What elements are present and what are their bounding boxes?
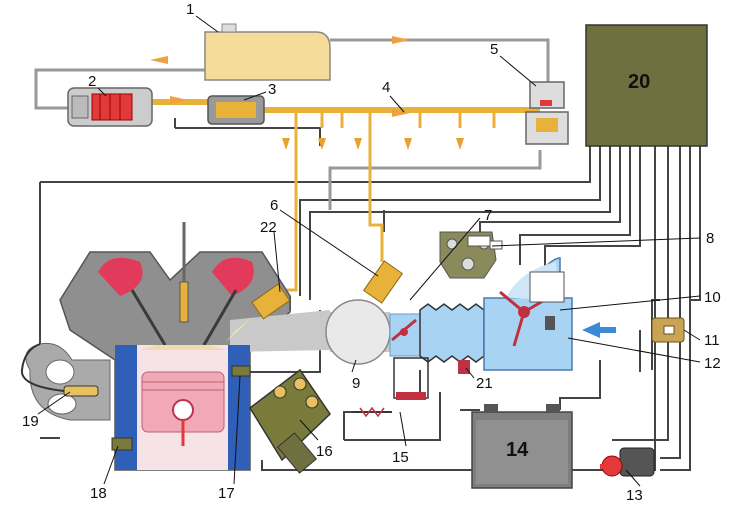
label-13: 13 <box>626 487 643 504</box>
ignition-switch <box>600 447 655 477</box>
air-inlet-arrow-icon <box>582 322 600 338</box>
intake-air-temperature-sensor <box>458 360 470 374</box>
label-4: 4 <box>382 79 390 96</box>
label-7: 7 <box>484 207 492 224</box>
oxygen-sensor <box>20 343 99 397</box>
arrow-down-icon <box>456 138 464 150</box>
fuel-lines <box>34 38 550 292</box>
fuel-pump <box>67 87 153 127</box>
sensor-connector <box>467 235 491 247</box>
air-flow-meter <box>483 257 573 371</box>
throttle-body <box>389 303 485 363</box>
arrow-right-icon <box>392 109 410 117</box>
electronic-control-unit <box>585 24 708 147</box>
label-10: 10 <box>704 289 721 306</box>
fuel-injector-cylinder <box>226 283 291 342</box>
arrow-down-icon <box>318 138 326 150</box>
relay <box>651 317 685 343</box>
label-20: 20 <box>628 71 650 93</box>
arrow-down-icon <box>354 138 362 150</box>
label-18: 18 <box>90 485 107 502</box>
idle-air-bypass <box>352 357 429 418</box>
fuel-filter <box>207 95 265 125</box>
label-11: 11 <box>704 332 720 349</box>
label-21: 21 <box>476 375 493 392</box>
leader-lines <box>37 15 701 487</box>
arrow-down-icon <box>282 138 290 150</box>
label-1: 1 <box>186 1 194 18</box>
arrow-right-icon <box>170 96 188 104</box>
label-12: 12 <box>704 355 721 372</box>
label-3: 3 <box>268 81 276 98</box>
coolant-temperature-sensor <box>231 365 251 377</box>
label-9: 9 <box>352 375 360 392</box>
label-6: 6 <box>270 197 278 214</box>
engine-temperature-sensor <box>111 437 133 451</box>
label-16: 16 <box>316 443 333 460</box>
label-22: 22 <box>260 219 277 236</box>
engine-cylinder <box>115 345 250 470</box>
ignition-distributor <box>249 368 331 474</box>
label-17: 17 <box>218 485 235 502</box>
battery <box>471 404 573 489</box>
arrow-down-icon <box>404 138 412 150</box>
label-5: 5 <box>490 41 498 58</box>
label-14: 14 <box>506 439 529 461</box>
fuel-pressure-regulator <box>525 81 569 145</box>
intake-manifold <box>325 299 391 365</box>
arrow-left-icon <box>150 56 168 64</box>
label-2: 2 <box>88 73 96 90</box>
fuel-tank <box>204 23 331 81</box>
label-15: 15 <box>392 449 409 466</box>
label-8: 8 <box>706 230 714 247</box>
arrow-right-icon <box>392 36 410 44</box>
flow-arrows <box>150 36 616 338</box>
label-19: 19 <box>22 413 39 430</box>
